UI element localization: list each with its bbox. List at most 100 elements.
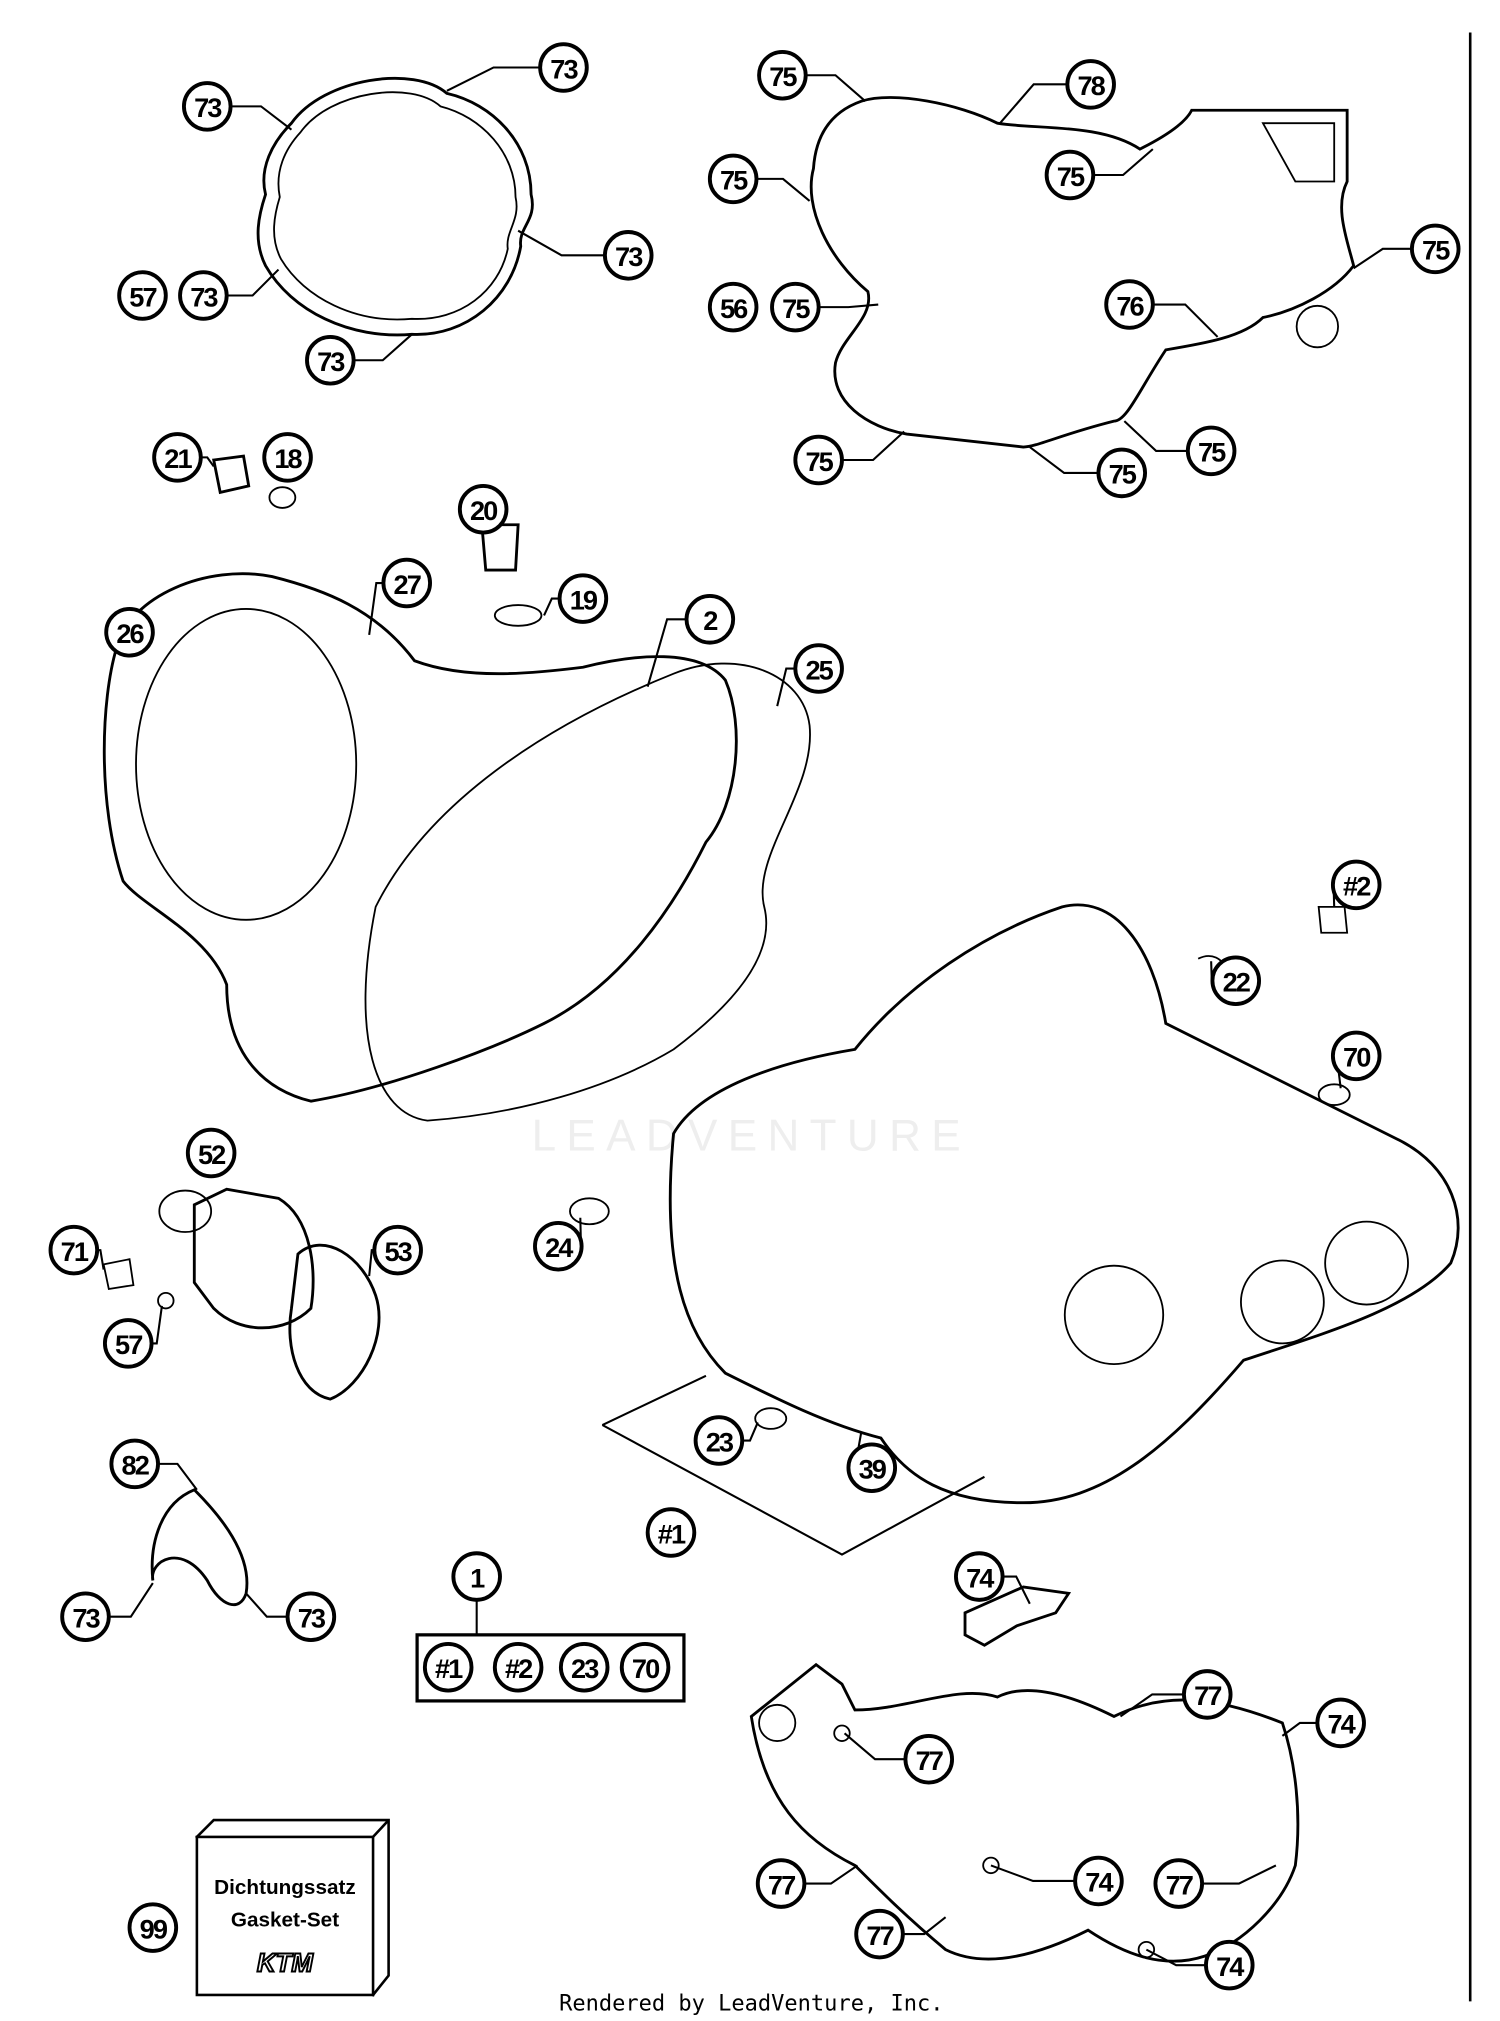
callout-circle (1330, 859, 1382, 911)
gasket-set-line1: Dichtungssatz (214, 1876, 356, 1899)
leader-line (1119, 1693, 1184, 1718)
part-callout: 22 (1210, 955, 1262, 1006)
part-callout: 56 (707, 281, 759, 333)
callout-number: 77 (1194, 1680, 1221, 1711)
part-callout: 23 (693, 1415, 745, 1466)
part-callout: 19 (557, 573, 609, 624)
callout-number: 74 (966, 1562, 994, 1593)
callout-circle (793, 434, 844, 486)
callout-circle (457, 483, 509, 535)
callout-circle (381, 557, 432, 609)
callout-number: 73 (190, 281, 218, 312)
leader-line (230, 105, 293, 131)
callout-circle (684, 594, 736, 645)
callout-number: 78 (1077, 70, 1105, 101)
callout-circle (903, 1733, 955, 1785)
callout-circle (1185, 425, 1237, 477)
callout-number: 99 (140, 1913, 168, 1944)
callout-circle (262, 432, 313, 483)
callout-circle (285, 1591, 337, 1642)
callout-circle (185, 1127, 237, 1179)
callout-number: 75 (720, 165, 748, 196)
callout-number: 70 (632, 1653, 659, 1684)
callout-circle (1096, 447, 1148, 499)
leader-line (1123, 420, 1188, 452)
callout-circle (557, 573, 609, 624)
leader-line (245, 1592, 288, 1618)
callout-number: 23 (706, 1426, 734, 1457)
callout-circle (1330, 1030, 1382, 1082)
callout-circle (1104, 279, 1155, 330)
part-callout: 77 (755, 1858, 807, 1909)
leader-line (841, 430, 905, 462)
leader-line (756, 177, 811, 202)
part-callout: 73 (305, 334, 356, 386)
part-callout: 75 (793, 434, 844, 486)
callout-number: 75 (782, 293, 810, 324)
callout-circle (117, 270, 168, 321)
small-gasket-74 (963, 1585, 1072, 1647)
callout-number: 73 (615, 241, 643, 272)
part-callout: 75 (1096, 447, 1148, 499)
footer-credit: Rendered by LeadVenture, Inc. (559, 1992, 943, 2017)
leader-line (646, 618, 687, 687)
part-callout: 78 (1065, 59, 1116, 110)
callout-circle (1315, 1697, 1366, 1749)
part-callout: 76 (1104, 279, 1155, 330)
callout-number: 20 (470, 495, 497, 526)
callout-circle (707, 153, 759, 205)
kit-item-callout: 70 (619, 1641, 671, 1693)
callout-number: 1 (470, 1562, 485, 1593)
clutch-cover-gasket-25 (364, 662, 811, 1122)
leader-line (818, 303, 879, 309)
part-callout: 24 (533, 1220, 584, 1272)
leader-line (1145, 1948, 1206, 1967)
part-callout: 52 (185, 1127, 237, 1179)
callout-number: 70 (1343, 1042, 1370, 1073)
callout-circle (181, 81, 233, 132)
callout-circle (1065, 59, 1116, 110)
part-callout: 73 (602, 230, 654, 281)
part-callout: 75 (770, 281, 821, 333)
part-callout: 53 (372, 1224, 423, 1276)
leader-line (990, 1864, 1076, 1883)
callout-circle (1210, 955, 1262, 1006)
callout-circle (178, 270, 229, 321)
leader-line (805, 74, 866, 102)
callout-circle (1073, 1855, 1124, 1907)
callout-circle (1044, 149, 1096, 201)
callout-circle (558, 1641, 610, 1693)
callout-number: 74 (1327, 1709, 1355, 1740)
callout-circle (533, 1220, 584, 1272)
leader-line (158, 1462, 198, 1491)
part-callout: 99 (127, 1902, 179, 1953)
part-callout: 73 (538, 42, 589, 93)
callout-circle (854, 1908, 905, 1960)
callout-number: 75 (805, 446, 833, 477)
callout-circle (954, 1551, 1005, 1602)
leader-line (543, 597, 560, 616)
callout-circle (645, 1507, 697, 1558)
part-callout: 1 (451, 1551, 502, 1602)
part-callout: 73 (60, 1591, 111, 1642)
leader-line (1353, 247, 1412, 270)
callout-circle (757, 50, 808, 101)
water-pump-cover (192, 1187, 315, 1330)
callout-circle (48, 1224, 100, 1276)
part-callout: 57 (117, 270, 168, 321)
watermark: LEADVENTURE (532, 1111, 971, 1160)
callout-number: 75 (1198, 437, 1226, 468)
clutch-cover (102, 572, 738, 1103)
callout-circle (305, 334, 356, 386)
part-callout: 73 (285, 1591, 337, 1642)
part-callout: #1 (645, 1507, 697, 1558)
gasket-set-box: Dichtungssatz Gasket-Set KTM (195, 1818, 390, 1997)
crankcase-gasket (749, 1662, 1300, 1963)
callout-number: 77 (1166, 1869, 1193, 1900)
gasket-82 (150, 1488, 249, 1606)
part-callout: 71 (48, 1224, 100, 1276)
kit-item-callout: #1 (422, 1641, 474, 1693)
ignition-cover-gasket (256, 76, 534, 337)
callout-number: 71 (61, 1236, 89, 1267)
